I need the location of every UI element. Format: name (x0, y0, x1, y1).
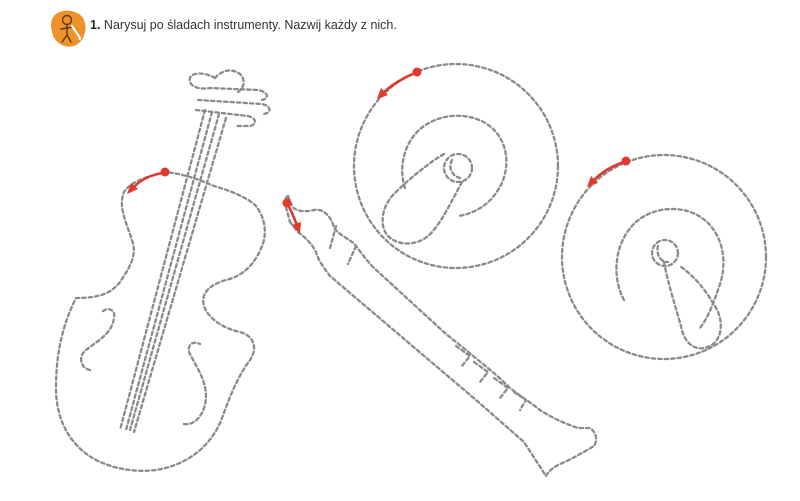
cymbal-1-arrow-head (377, 88, 388, 99)
flute-start-arrow (286, 203, 299, 227)
flute-arrow-head (292, 222, 301, 234)
violin-body (54, 170, 266, 472)
cymbal-2-strap (662, 260, 722, 350)
cymbal-2-bell-inner (656, 244, 670, 264)
flute-hole-1 (454, 344, 472, 368)
violin-f-hole-right (182, 341, 208, 426)
cymbal-2-arrow-head (587, 176, 598, 187)
flute-hole-4 (512, 390, 528, 412)
cymbal-1-outline (352, 62, 560, 270)
flute-hole-2 (472, 360, 490, 384)
violin-outline (54, 69, 271, 472)
cymbal-1-outer-rim (352, 62, 560, 270)
cymbal-2-start-arrow (592, 160, 626, 182)
violin-strings (124, 110, 221, 432)
violin-f-hole-left (79, 308, 116, 372)
task-number: 1. (90, 18, 101, 32)
cymbal-2-outline (560, 153, 768, 361)
flute-body (286, 194, 598, 478)
flute-ring-2 (346, 244, 358, 266)
cymbal-1-bell-inner (449, 158, 462, 180)
cymbal-2-outer-rim (560, 153, 768, 361)
violin-neck (118, 108, 228, 434)
cymbal-2-start-dot (621, 156, 631, 166)
pencil-child-icon (51, 10, 86, 47)
task-instruction-text: Narysuj po śladach instrumenty. Nazwij k… (103, 18, 397, 32)
cymbal-2-inner-ring (615, 207, 725, 330)
cymbal-1-start-arrow (382, 71, 417, 94)
violin-arrow-head (127, 183, 138, 194)
flute-ring-1 (328, 224, 338, 250)
violin-head-top (213, 69, 245, 94)
cymbal-1-inner-ring (401, 114, 508, 218)
cymbal-1-start-dot (412, 67, 422, 77)
flute-start-dot (282, 198, 292, 208)
task-instruction: 1. Narysuj po śladach instrumenty. Nazwi… (90, 18, 397, 32)
cymbal-2-bell (650, 238, 680, 268)
cymbal-1-bell (442, 152, 474, 184)
flute-hole-3 (492, 376, 510, 400)
violin-scroll (188, 72, 271, 128)
cymbal-1-strap (381, 152, 464, 245)
violin-start-arrow (131, 171, 165, 190)
flute-outline (282, 194, 598, 478)
